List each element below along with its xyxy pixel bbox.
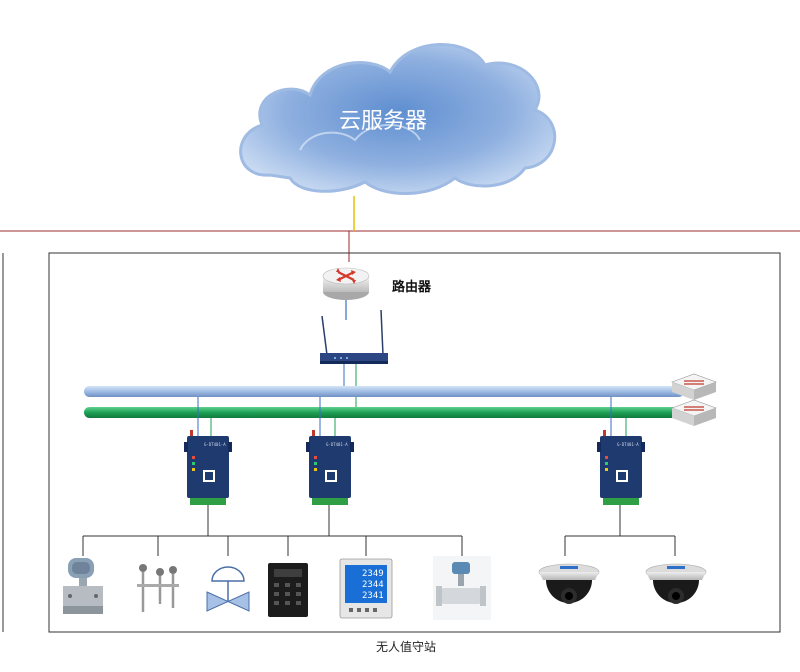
dtu-model-label: G-DT401-A <box>326 442 348 447</box>
dtu-device-icon: G-DT401-A <box>184 430 232 505</box>
green-bus <box>84 407 684 418</box>
pressure-transmitter-icon <box>63 558 103 614</box>
meter-reading-3: 2341 <box>362 591 384 601</box>
temperature-sensor-icon <box>137 564 179 612</box>
meter-reading-1: 2349 <box>362 569 384 579</box>
dtu-device-icon: G-DT401-A <box>306 430 354 505</box>
dtu-model-label: G-DT401-A <box>617 442 639 447</box>
router-icon <box>322 267 370 300</box>
power-meter-icon: 2349 2344 2341 <box>339 558 393 619</box>
dtu-device-icon: G-DT401-A <box>597 430 645 505</box>
dome-camera-icon <box>645 563 707 604</box>
blue-bus <box>84 386 684 397</box>
valve-icon <box>206 566 250 612</box>
meter-reading-2: 2344 <box>362 580 384 590</box>
station-frame <box>48 252 781 633</box>
switch-icon-bottom <box>671 399 717 426</box>
dome-camera-icon <box>538 563 600 604</box>
flowmeter-icon <box>433 556 491 620</box>
cloud-icon: 云服务器 <box>239 43 557 196</box>
switch-icon-top <box>671 373 717 400</box>
dtu-model-label: G-DT401-A <box>204 442 226 447</box>
station-label: 无人值守站 <box>376 639 436 654</box>
cloud-server-label: 云服务器 <box>339 109 427 134</box>
right-device-bus <box>564 505 676 556</box>
gateway-router-icon <box>320 309 388 364</box>
router-label: 路由器 <box>392 279 432 295</box>
left-device-bus <box>82 505 463 556</box>
controller-panel-icon <box>268 563 308 617</box>
